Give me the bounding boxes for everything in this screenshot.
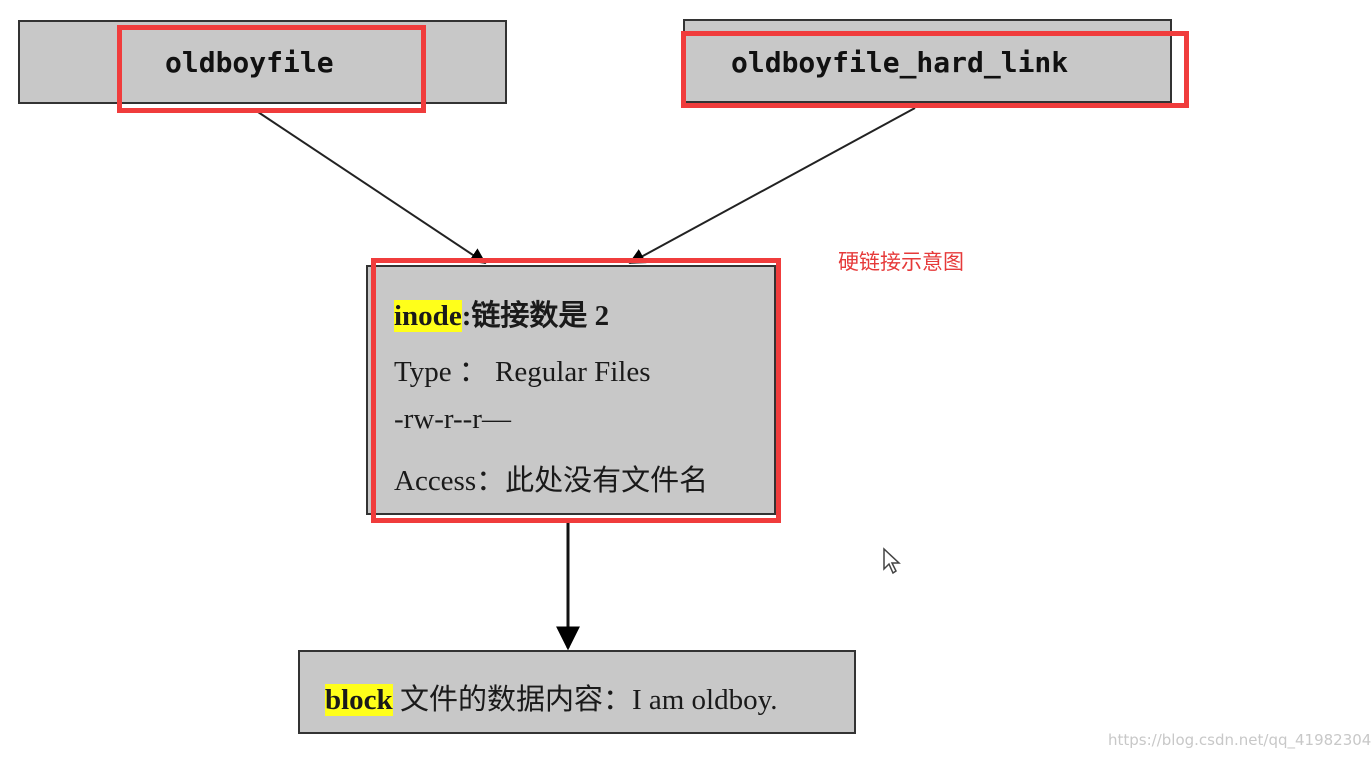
inode-keyword: inode bbox=[394, 300, 462, 332]
diagram-caption: 硬链接示意图 bbox=[838, 250, 964, 274]
edge-file2-to-inode bbox=[628, 107, 916, 264]
file2-highlight-frame bbox=[681, 31, 1189, 108]
block-content-text: 文件的数据内容：I am oldboy. bbox=[392, 684, 778, 716]
inode-line-access: Access：此处没有文件名 bbox=[394, 465, 709, 497]
watermark: https://blog.csdn.net/qq_41982304 bbox=[1108, 731, 1371, 749]
block-line: block 文件的数据内容：I am oldboy. bbox=[325, 676, 777, 718]
inode-links-text: :链接数是 2 bbox=[461, 300, 610, 332]
mouse-pointer-icon bbox=[883, 547, 901, 575]
block-keyword: block bbox=[325, 684, 393, 716]
file1-highlight-frame bbox=[117, 25, 426, 113]
inode-line-links: inode:链接数是 2 bbox=[394, 292, 609, 334]
inode-highlight-frame bbox=[371, 258, 781, 523]
edge-file1-to-inode bbox=[254, 109, 487, 264]
file1-label: oldboyfile bbox=[165, 46, 334, 79]
inode-line-permissions: -rw-r--r— bbox=[394, 403, 511, 435]
file2-label: oldboyfile_hard_link bbox=[731, 46, 1069, 79]
inode-line-type: Type ： Regular Files bbox=[394, 356, 651, 388]
